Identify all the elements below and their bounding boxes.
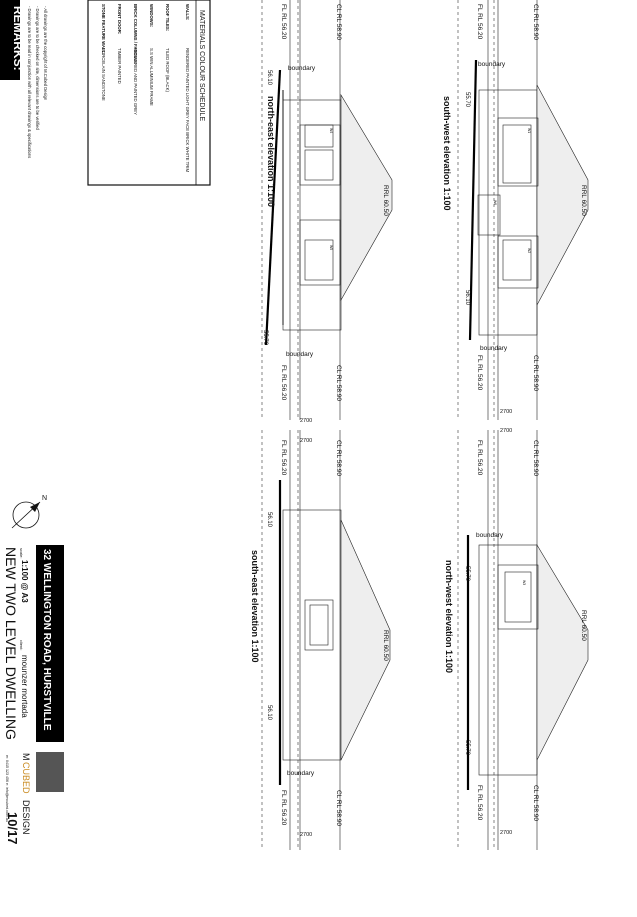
- window-w3: W3: [522, 580, 526, 585]
- se-ridge-level: RRL 60.50: [382, 630, 389, 661]
- north-arrow: N: [11, 495, 47, 529]
- ne-boundary-bottom: boundary: [286, 351, 314, 358]
- remarks-title: REMARKS:: [11, 6, 25, 71]
- nw-width-dim-bottom: 2700: [500, 830, 512, 836]
- ne-floor-level-right: FL RL 56.20: [280, 365, 287, 401]
- project-address: 32 WELLINGTON ROAD, HURSTVILLE: [41, 549, 52, 731]
- window-w1: W1: [527, 128, 531, 133]
- materials-title: MATERIALS COLOUR SCHEDULE: [198, 10, 205, 121]
- sw-title: south-west elevation 1:100: [442, 96, 452, 211]
- ne-width-dim: 2700: [300, 418, 312, 424]
- elevation-north-west: W3 CL RL 58.90 FL RL 56.20 CL RL 58.90 F…: [444, 428, 589, 850]
- nw-ground-right: 55.70: [464, 740, 470, 756]
- window-w4: W4: [329, 128, 333, 133]
- north-label: N: [42, 495, 47, 502]
- ne-boundary-top: boundary: [288, 65, 316, 72]
- ne-ground-right: 55.70: [262, 330, 268, 346]
- sw-ceiling-level-right: CL RL 58.90: [532, 355, 539, 391]
- se-ground-right: 56.10: [266, 705, 272, 721]
- sw-floor-level-right: FL RL 56.20: [476, 355, 483, 391]
- sw-width-dim: 2700: [500, 409, 512, 415]
- nw-title: north-west elevation 1:100: [444, 560, 454, 673]
- nw-width-dim: 2700: [500, 428, 512, 434]
- remarks-note-1: - Drawings are to be read in conjunction…: [27, 6, 32, 158]
- materials-value-4: TIMBER PAINTED: [117, 48, 122, 84]
- nw-ceiling-level: CL RL 58.90: [532, 440, 539, 476]
- title-block: N 32 WELLINGTON ROAD, HURSTVILLE NEW TWO…: [3, 495, 64, 845]
- sw-ground-left: 55.70: [464, 92, 470, 108]
- sw-boundary-top: boundary: [478, 61, 506, 68]
- sw-boundary-bottom: boundary: [480, 345, 508, 352]
- se-ceiling-level: CL RL 58.90: [335, 440, 342, 476]
- materials-schedule: MATERIALS COLOUR SCHEDULE WALLS: RENDERE…: [87, 0, 211, 186]
- client-label: client:: [19, 640, 24, 650]
- materials-label-0: WALLS:: [185, 4, 190, 21]
- firm-mid: CUBED: [21, 762, 31, 794]
- materials-label-2: WINDOWS:: [149, 4, 154, 28]
- firm-right: DESIGN: [21, 800, 31, 835]
- elevation-south-east: CL RL 58.90 FL RL 56.20 CL RL 58.90 FL R…: [250, 430, 391, 850]
- window-w2: W2: [527, 248, 531, 253]
- remarks-block: REMARKS: - Drawings are to be read in co…: [0, 0, 48, 158]
- se-boundary-bottom: boundary: [287, 770, 315, 777]
- remarks-title-bg: [0, 0, 20, 80]
- sw-ceiling-level: CL RL 58.90: [532, 4, 539, 40]
- ne-ridge-level: RRL 60.50: [382, 185, 389, 216]
- nw-floor-level: FL RL 56.20: [476, 440, 483, 476]
- se-ground-left: 56.10: [266, 512, 272, 528]
- nw-floor-level-right: FL RL 56.20: [476, 785, 483, 821]
- materials-label-5: STONE FEATURE WALL:: [101, 4, 106, 55]
- se-floor-level-right: FL RL 56.20: [280, 790, 287, 826]
- materials-value-5: PORCELAIN SANDSTONE: [101, 48, 106, 101]
- se-width-dim: 2700: [300, 438, 312, 444]
- remarks-note-3: - All drawings are the copyright of M.Cu…: [43, 6, 48, 101]
- se-floor-level: FL RL 56.20: [280, 440, 287, 476]
- materials-value-0: RENDERED PAINTED LIGHT GREY FACE BRICK W…: [185, 48, 190, 172]
- firm-logo-block: [36, 752, 64, 792]
- elevation-south-west: W1 W6 W2 CL RL 58.90 FL RL 56.20 CL RL 5…: [442, 0, 589, 420]
- ne-ceiling-level-right: CL RL 58.90: [335, 365, 342, 401]
- ne-title: north-east elevation 1:100: [266, 96, 276, 207]
- materials-value-3: RENDERED AND PAINTED GREY: [133, 48, 138, 115]
- scale-label: scale:: [19, 548, 24, 558]
- address-bar: [36, 545, 64, 742]
- nw-ceiling-level-right: CL RL 58.90: [532, 785, 539, 821]
- sw-floor-level: FL RL 56.20: [476, 4, 483, 40]
- scale-value: 1:100 @ A3: [20, 560, 29, 603]
- sw-ridge-level: RRL 60.50: [580, 185, 587, 216]
- remarks-note-2: - Drawings are to be checked on site, di…: [35, 6, 40, 130]
- firm-left: M: [21, 753, 31, 761]
- window-w5: W5: [329, 245, 333, 250]
- se-width-dim-bottom: 2700: [300, 832, 312, 838]
- materials-value-2: S.S WIN ALUMINIUM FRAME: [149, 48, 154, 106]
- materials-value-1: TILED ROOF (BLACK): [165, 48, 170, 92]
- se-title: south-east elevation 1:100: [250, 550, 260, 663]
- client-name: mounzer mortada: [20, 655, 29, 718]
- sw-ground-right: 56.10: [464, 290, 470, 306]
- materials-label-1: ROOF TILES:: [165, 4, 170, 32]
- nw-ground-left: 55.70: [464, 566, 470, 582]
- project-name: NEW TWO LEVEL DWELLING: [3, 547, 19, 740]
- nw-boundary-top: boundary: [476, 532, 504, 539]
- firm-contact: m: 0415 123 456 e: info@mcubed.com.au: [5, 755, 9, 822]
- se-ceiling-level-right: CL RL 58.90: [335, 790, 342, 826]
- ne-floor-level: FL RL 56.20: [280, 4, 287, 40]
- elevation-north-east: W4 W5 CL RL 58.90 FL RL 56.20 CL RL 58.9…: [261, 0, 393, 424]
- ne-ceiling-level: CL RL 58.90: [335, 4, 342, 40]
- nw-ridge-level: RRL 60.50: [580, 610, 587, 641]
- sheet-number: 10/17: [5, 812, 20, 845]
- materials-label-4: FRONT DOOR:: [117, 4, 122, 35]
- materials-label-3: BRICK COLUMNS / FASCIAS:: [133, 4, 138, 65]
- window-w6: W6: [493, 200, 497, 205]
- ne-ground-left: 56.10: [266, 70, 272, 86]
